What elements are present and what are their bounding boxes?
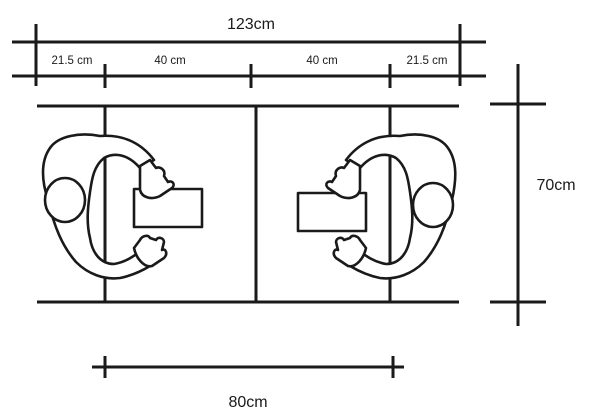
left-person-head [43, 176, 87, 224]
depth-dimension: 70cm [490, 64, 576, 326]
right-person-notebook [296, 191, 368, 233]
depth-label: 70cm [536, 177, 575, 194]
total-width-label: 123cm [227, 16, 275, 33]
left-person-upper-hand [138, 158, 175, 200]
segment-label-right-margin: 21.5 cm [407, 55, 448, 67]
inner-span-dimension: 80cm [92, 356, 404, 411]
left-person-lower-hand [132, 234, 168, 268]
left-person [41, 133, 204, 280]
segment-label-left-margin: 21.5 cm [52, 55, 93, 67]
total-width-dimension: 123cm [12, 16, 486, 86]
right-person-lower-hand [332, 234, 368, 268]
right-person [296, 133, 457, 280]
segment-dimension: 21.5 cm 40 cm 40 cm 21.5 cm [12, 55, 486, 88]
right-person-upper-hand [325, 158, 362, 200]
right-person-head [411, 181, 455, 229]
inner-span-label: 80cm [228, 394, 267, 411]
segment-label-right-seat: 40 cm [306, 55, 337, 67]
segment-label-left-seat: 40 cm [154, 55, 185, 67]
